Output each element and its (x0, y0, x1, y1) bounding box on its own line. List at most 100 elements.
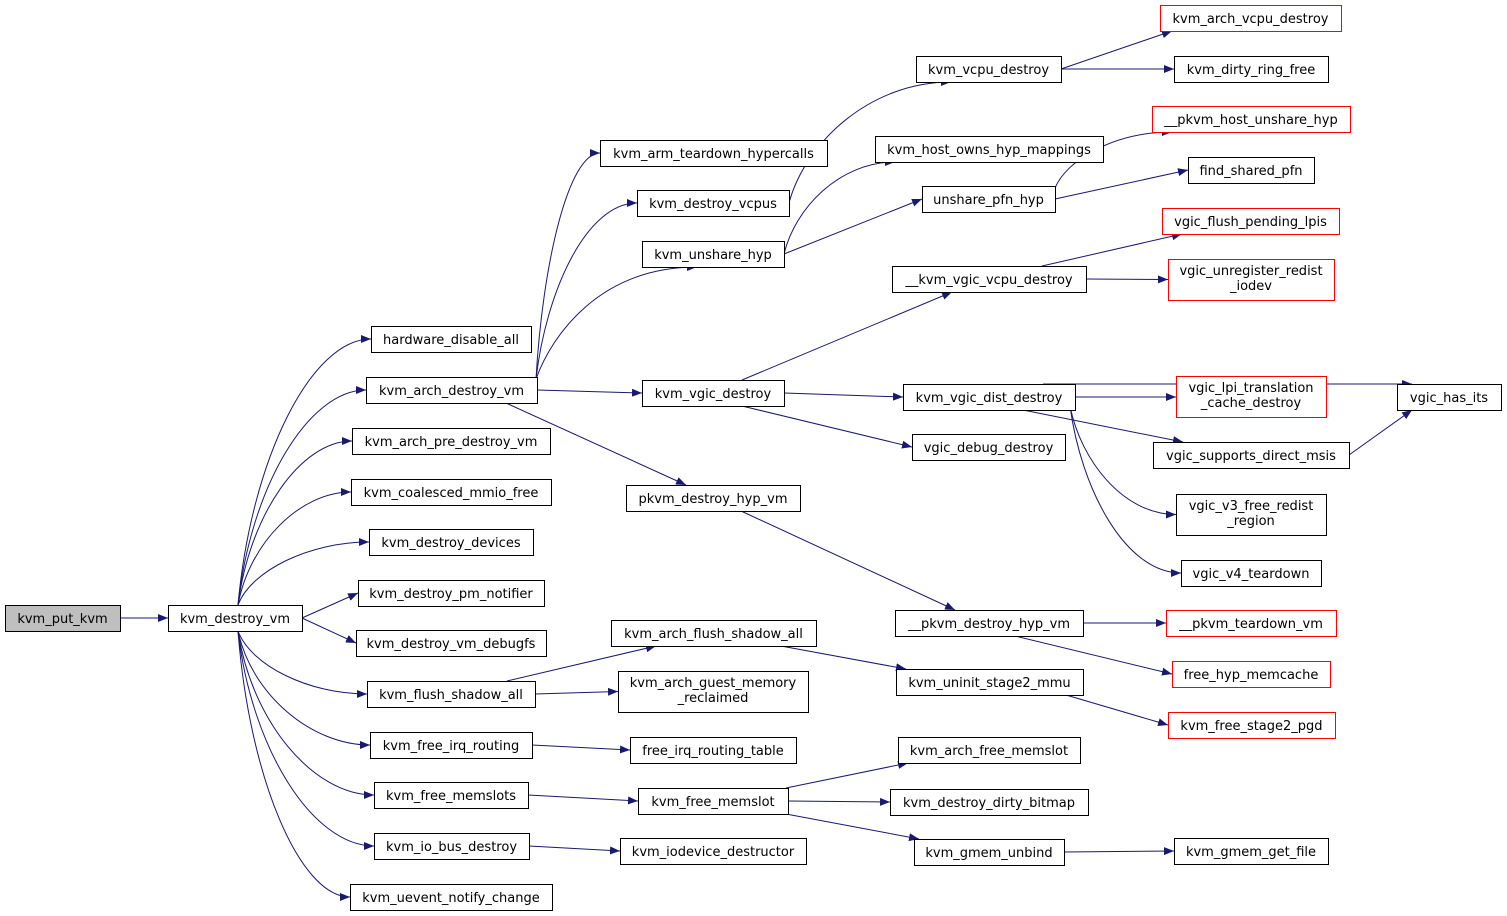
edge-kvm_destroy_vm-to-kvm_arch_pre_destroy_vm (237, 437, 353, 606)
node-free_hyp_memcache[interactable]: free_hyp_memcache (1172, 661, 1331, 688)
node-label: vgic_v3_free_redist (1189, 499, 1314, 514)
node-box (1176, 494, 1327, 536)
node-kvm_arch_pre_destroy_vm[interactable]: kvm_arch_pre_destroy_vm (352, 428, 551, 455)
node-kvm_destroy_vm_debugfs[interactable]: kvm_destroy_vm_debugfs (356, 630, 547, 657)
node-label: find_shared_pfn (1199, 164, 1302, 179)
node-box (1181, 560, 1322, 587)
node-kvm_destroy_vcpus[interactable]: kvm_destroy_vcpus (637, 190, 790, 217)
node-vgic_v3_free_redist_region[interactable]: vgic_v3_free_redist_region (1176, 494, 1327, 536)
node-box (611, 620, 817, 647)
node-vgic_flush_pending_lpis[interactable]: vgic_flush_pending_lpis (1162, 208, 1340, 235)
node-label: kvm_destroy_dirty_bitmap (903, 796, 1075, 811)
node-kvm_destroy_vm[interactable]: kvm_destroy_vm (168, 605, 303, 632)
edge-kvm_destroy_vm-to-kvm_uevent_notify_change (237, 630, 351, 901)
node-kvm_arch_free_memslot[interactable]: kvm_arch_free_memslot (898, 737, 1081, 764)
edge-kvm_vcpu_destroy-to-kvm_arch_vcpu_destroy (1060, 30, 1173, 70)
node-kvm_coalesced_mmio_free[interactable]: kvm_coalesced_mmio_free (351, 479, 552, 506)
edge-kvm_gmem_unbind-to-kvm_gmem_get_file (1063, 847, 1175, 856)
node-kvm_uevent_notify_change[interactable]: kvm_uevent_notify_change (350, 884, 553, 911)
node-__pkvm_teardown_vm[interactable]: __pkvm_teardown_vm (1166, 610, 1337, 637)
node-kvm_free_memslot[interactable]: kvm_free_memslot (638, 788, 789, 815)
node-box (618, 671, 809, 713)
node-kvm_arch_guest_memory_reclaimed[interactable]: kvm_arch_guest_memory_reclaimed (618, 671, 809, 713)
edge-kvm_free_memslot-to-kvm_destroy_dirty_bitmap (787, 797, 891, 806)
node-vgic_supports_direct_msis[interactable]: vgic_supports_direct_msis (1153, 442, 1350, 469)
node-label: vgic_has_its (1410, 391, 1488, 406)
node-hardware_disable_all[interactable]: hardware_disable_all (371, 326, 532, 353)
node-box (1188, 157, 1315, 184)
node-kvm_destroy_dirty_bitmap[interactable]: kvm_destroy_dirty_bitmap (890, 789, 1089, 816)
node-kvm_gmem_get_file[interactable]: kvm_gmem_get_file (1174, 838, 1329, 865)
node-label: kvm_destroy_pm_notifier (369, 587, 533, 602)
node-free_irq_routing_table[interactable]: free_irq_routing_table (630, 737, 797, 764)
node-__pkvm_host_unshare_hyp[interactable]: __pkvm_host_unshare_hyp (1152, 106, 1351, 133)
node-box (366, 377, 538, 404)
node-box (371, 326, 532, 353)
node-kvm_io_bus_destroy[interactable]: kvm_io_bus_destroy (374, 833, 530, 860)
node-label: kvm_gmem_get_file (1186, 845, 1316, 860)
node-box (922, 186, 1056, 213)
node-kvm_vgic_destroy[interactable]: kvm_vgic_destroy (642, 380, 785, 407)
node-label: vgic_v4_teardown (1193, 567, 1310, 582)
node-unshare_pfn_hyp[interactable]: unshare_pfn_hyp (922, 186, 1056, 213)
edge-kvm_vgic_dist_destroy-to-vgic_v3_free_redist_region (1069, 405, 1177, 519)
node-vgic_debug_destroy[interactable]: vgic_debug_destroy (912, 434, 1066, 461)
node-label: _region (1226, 514, 1275, 529)
node-box (1160, 5, 1342, 32)
node-label: vgic_flush_pending_lpis (1174, 215, 1327, 230)
node-label: unshare_pfn_hyp (933, 193, 1044, 208)
node-box (369, 529, 534, 556)
node-kvm_arch_vcpu_destroy[interactable]: kvm_arch_vcpu_destroy (1160, 5, 1342, 32)
node-kvm_iodevice_destructor[interactable]: kvm_iodevice_destructor (620, 838, 807, 865)
node-label: free_hyp_memcache (1184, 668, 1319, 683)
node-label: __pkvm_destroy_hyp_vm (907, 617, 1070, 632)
node-vgic_lpi_translation_cache_destroy[interactable]: vgic_lpi_translation_cache_destroy (1176, 376, 1327, 418)
node-__pkvm_destroy_hyp_vm[interactable]: __pkvm_destroy_hyp_vm (895, 610, 1084, 637)
edge-kvm_uninit_stage2_mmu-to-kvm_free_stage2_pgd (1065, 694, 1169, 727)
node-label: kvm_arch_free_memslot (910, 744, 1068, 759)
edge-kvm_arch_destroy_vm-to-kvm_arm_teardown_hypercalls (535, 149, 601, 380)
node-vgic_has_its[interactable]: vgic_has_its (1397, 384, 1502, 411)
node-label: pkvm_destroy_hyp_vm (638, 492, 787, 507)
node-kvm_flush_shadow_all[interactable]: kvm_flush_shadow_all (367, 681, 536, 708)
node-label: kvm_vgic_dist_destroy (916, 391, 1063, 406)
node-kvm_vcpu_destroy[interactable]: kvm_vcpu_destroy (916, 56, 1062, 83)
node-kvm_arm_teardown_hypercalls[interactable]: kvm_arm_teardown_hypercalls (600, 140, 828, 167)
node-box (356, 630, 547, 657)
node-kvm_host_owns_hyp_mappings[interactable]: kvm_host_owns_hyp_mappings (875, 136, 1104, 163)
edge-kvm_flush_shadow_all-to-kvm_arch_flush_shadow_all (506, 644, 657, 682)
node-kvm_dirty_ring_free[interactable]: kvm_dirty_ring_free (1174, 56, 1329, 83)
edge-kvm_vgic_dist_destroy-to-vgic_supports_direct_msis (1022, 409, 1184, 444)
node-kvm_destroy_pm_notifier[interactable]: kvm_destroy_pm_notifier (358, 580, 545, 607)
node-box (898, 737, 1081, 764)
edge-kvm_destroy_vcpus-to-kvm_vcpu_destroy (788, 78, 952, 204)
edge-kvm_destroy_vm-to-kvm_free_irq_routing (237, 630, 371, 749)
node-find_shared_pfn[interactable]: find_shared_pfn (1188, 157, 1315, 184)
node-kvm_gmem_unbind[interactable]: kvm_gmem_unbind (914, 839, 1065, 866)
edge-kvm_vgic_dist_destroy-to-vgic_v4_teardown (1069, 405, 1182, 577)
node-label: kvm_vgic_destroy (655, 387, 772, 402)
node-kvm_free_memslots[interactable]: kvm_free_memslots (374, 782, 529, 809)
node-vgic_v4_teardown[interactable]: vgic_v4_teardown (1181, 560, 1322, 587)
node-kvm_put_kvm[interactable]: kvm_put_kvm (5, 605, 121, 632)
node-kvm_vgic_dist_destroy[interactable]: kvm_vgic_dist_destroy (903, 384, 1076, 411)
node-label: kvm_gmem_unbind (925, 846, 1052, 861)
node-kvm_arch_destroy_vm[interactable]: kvm_arch_destroy_vm (366, 377, 538, 404)
node-kvm_arch_flush_shadow_all[interactable]: kvm_arch_flush_shadow_all (611, 620, 817, 647)
node-label: kvm_iodevice_destructor (632, 845, 795, 860)
node-box (896, 669, 1084, 696)
node-kvm_destroy_devices[interactable]: kvm_destroy_devices (369, 529, 534, 556)
node-label: kvm_free_memslots (386, 789, 516, 804)
node-box (890, 789, 1089, 816)
node-kvm_free_irq_routing[interactable]: kvm_free_irq_routing (370, 732, 533, 759)
node-vgic_unregister_redist_iodev[interactable]: vgic_unregister_redist_iodev (1168, 259, 1335, 301)
node-kvm_unshare_hyp[interactable]: kvm_unshare_hyp (642, 241, 785, 268)
node-kvm_free_stage2_pgd[interactable]: kvm_free_stage2_pgd (1168, 712, 1336, 739)
node-kvm_uninit_stage2_mmu[interactable]: kvm_uninit_stage2_mmu (896, 669, 1084, 696)
node-pkvm_destroy_hyp_vm[interactable]: pkvm_destroy_hyp_vm (626, 485, 801, 512)
node-__kvm_vgic_vcpu_destroy[interactable]: __kvm_vgic_vcpu_destroy (892, 266, 1087, 293)
edge-kvm_flush_shadow_all-to-kvm_arch_guest_memory_reclaimed (534, 687, 619, 696)
node-label: kvm_free_irq_routing (383, 739, 519, 754)
node-box (642, 241, 785, 268)
node-label: kvm_host_owns_hyp_mappings (887, 143, 1091, 158)
